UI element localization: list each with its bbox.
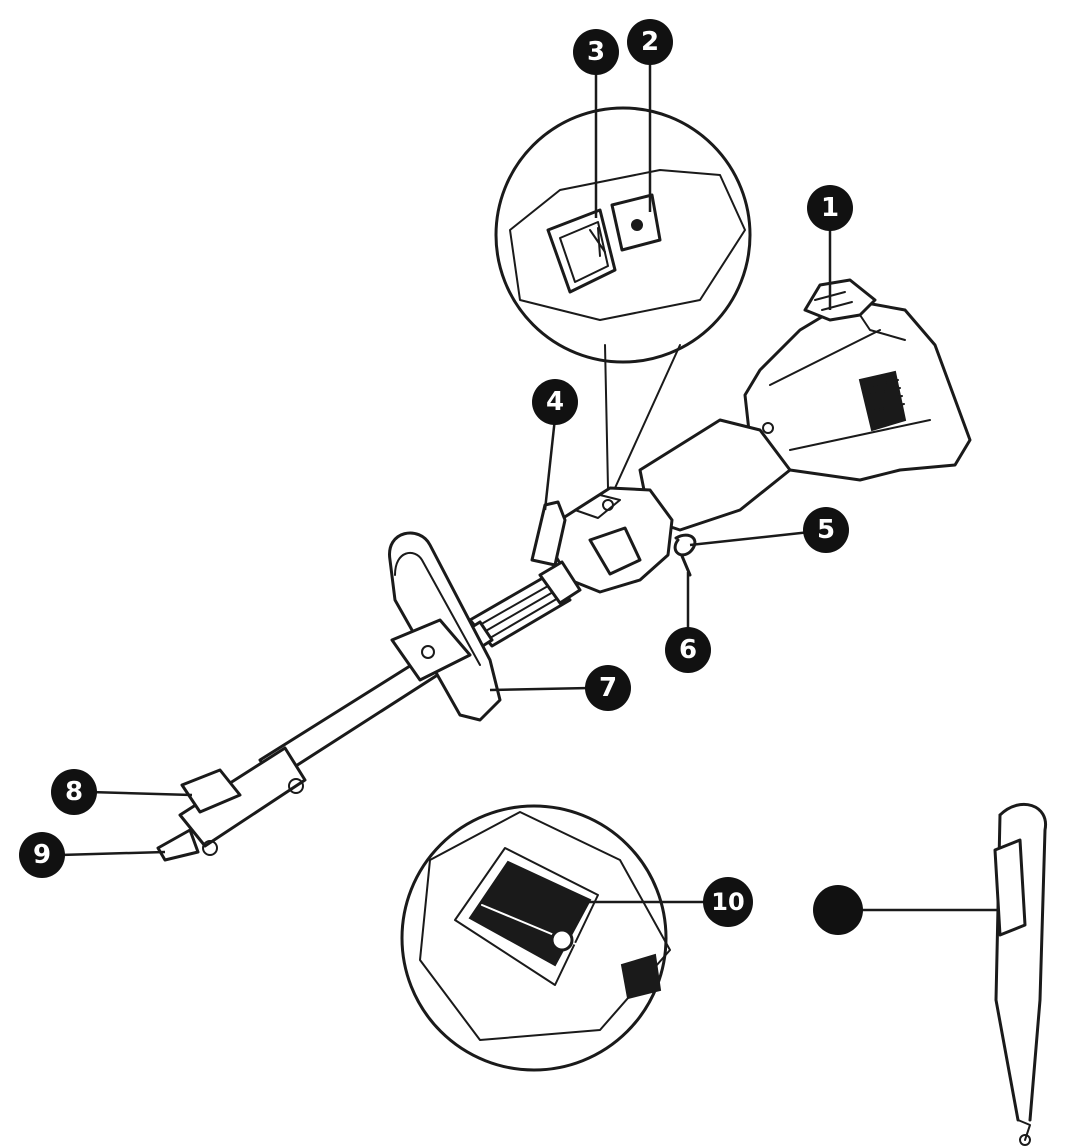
- coupler-knob: [156, 828, 200, 862]
- callout-8: 8: [51, 769, 97, 815]
- lock-off-lever: [530, 500, 567, 567]
- switch-detail-view: [494, 106, 752, 489]
- callout-1-label: 1: [821, 193, 839, 223]
- callout-7: 7: [585, 665, 631, 711]
- callout-9-label: 9: [33, 840, 51, 870]
- callout-3: 3: [573, 29, 619, 75]
- callout-2: 2: [627, 19, 673, 65]
- trigger-loop: [673, 533, 697, 557]
- leader-lines: [59, 58, 998, 912]
- shoulder-strap: [993, 802, 1047, 1146]
- motor-housing: [743, 278, 972, 482]
- callout-5: 5: [803, 507, 849, 553]
- battery-detail-view: [400, 804, 671, 1072]
- callout-6-label: 6: [679, 635, 697, 665]
- callout-5-label: 5: [817, 515, 835, 545]
- callout-4: 4: [532, 379, 578, 425]
- detail-grille-icon: [620, 953, 662, 1000]
- handle-switch-housing: [550, 486, 674, 594]
- callout-7-label: 7: [599, 673, 617, 703]
- callout-6: 6: [665, 627, 711, 673]
- callout-1: 1: [807, 185, 853, 231]
- callout-2-label: 2: [641, 27, 659, 57]
- callout-8-label: 8: [65, 777, 83, 807]
- callout-11: [813, 885, 863, 935]
- callout-10: 10: [703, 877, 753, 927]
- d-handle: [388, 531, 502, 722]
- release-button: [180, 768, 242, 814]
- shaft-coupler: [156, 746, 307, 862]
- callout-10-label: 10: [711, 888, 744, 916]
- callout-3-label: 3: [587, 37, 605, 67]
- callout-4-label: 4: [546, 387, 564, 417]
- callout-9: 9: [19, 832, 65, 878]
